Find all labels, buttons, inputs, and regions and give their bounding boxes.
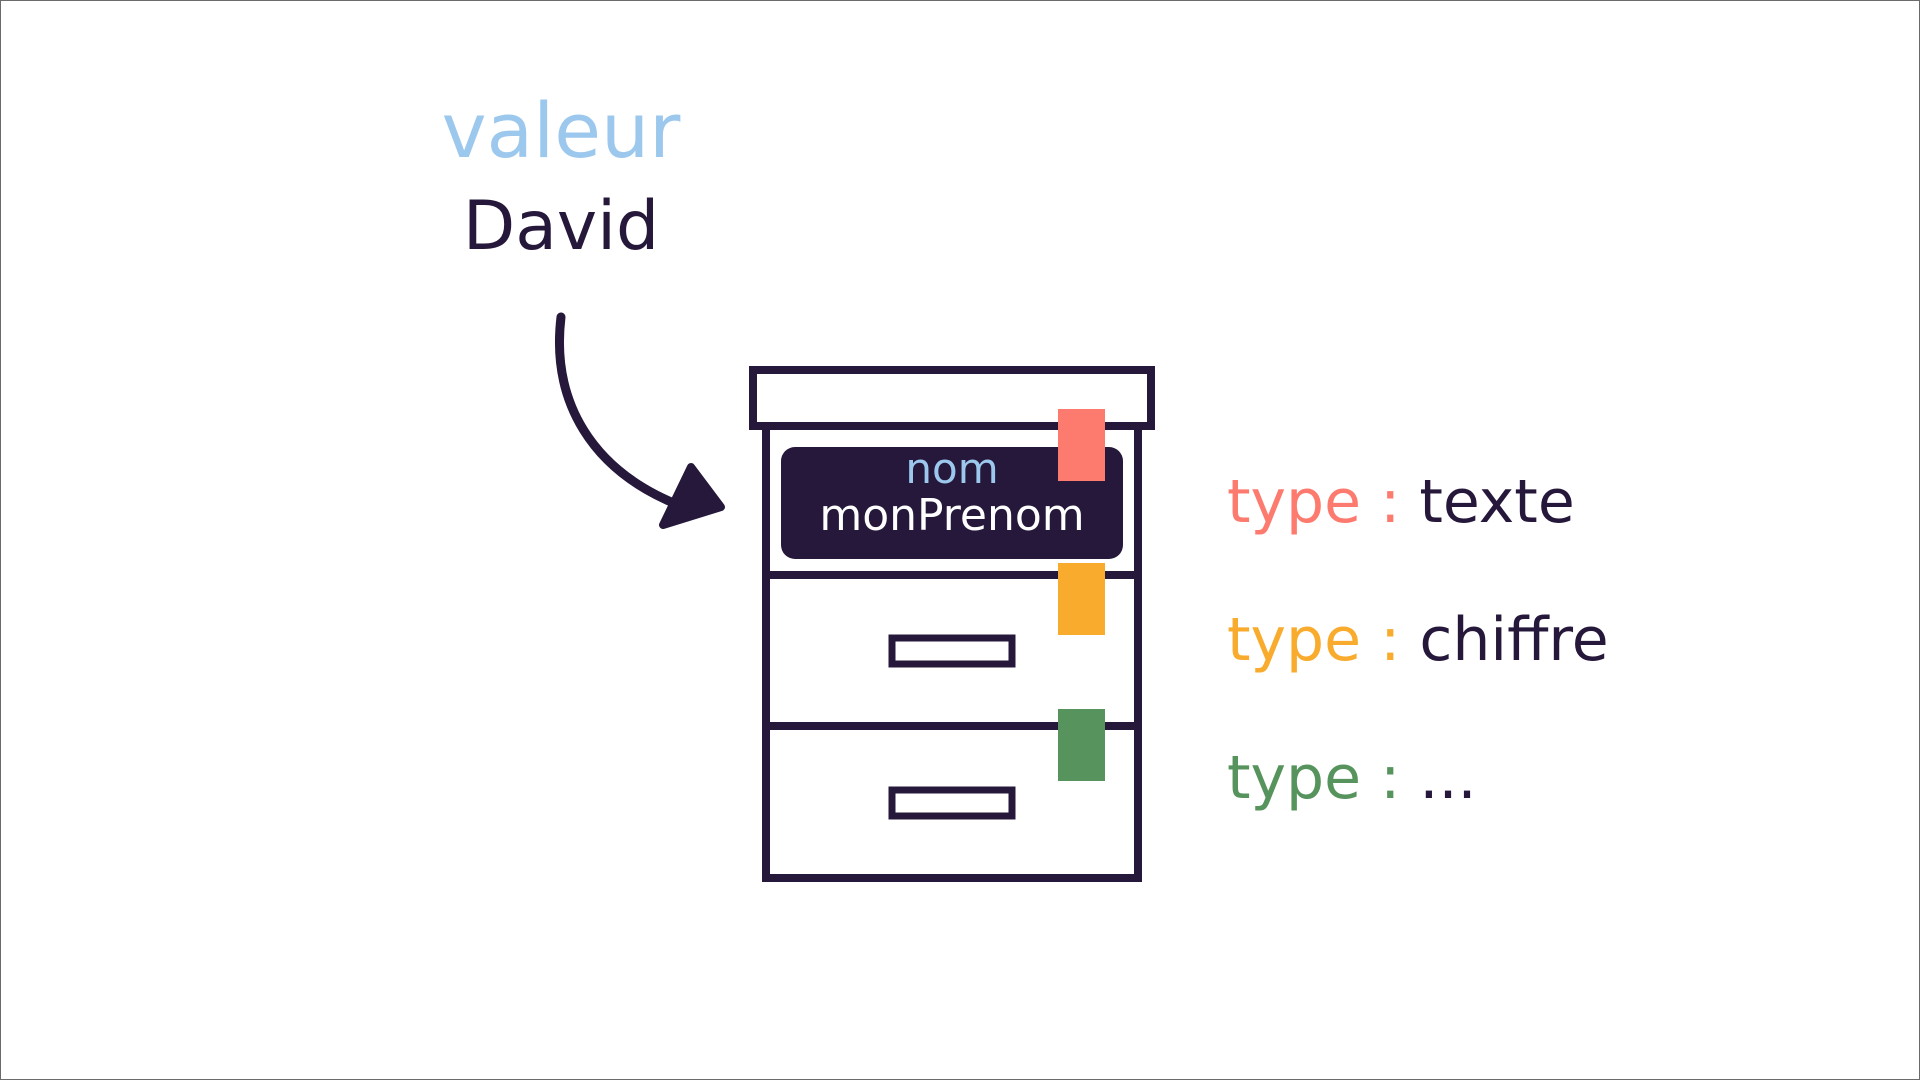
drawer-handle-3 xyxy=(888,786,1016,820)
type-value: ... xyxy=(1419,743,1477,813)
type-value: chiffre xyxy=(1419,605,1609,675)
drawer-handle-2 xyxy=(888,634,1016,668)
value-text: David xyxy=(462,187,660,266)
tag-red xyxy=(1058,409,1105,481)
type-prefix: type : xyxy=(1227,605,1401,675)
type-row-text: type : texte xyxy=(1227,467,1575,537)
type-value: texte xyxy=(1419,467,1575,537)
drawer-label-key: nom xyxy=(905,444,999,493)
tag-orange xyxy=(1058,563,1105,635)
type-prefix: type : xyxy=(1227,743,1401,813)
arrow-head xyxy=(659,463,725,529)
arrow-curve xyxy=(555,312,686,511)
drawer-label: nom monPrenom xyxy=(781,446,1123,540)
type-row-number: type : chiffre xyxy=(1227,605,1609,675)
type-prefix: type : xyxy=(1227,467,1401,537)
drawer-name-plate xyxy=(781,447,1123,559)
type-row-other: type : ... xyxy=(1227,743,1477,813)
drawer-label-name: monPrenom xyxy=(819,490,1085,541)
value-heading: valeur xyxy=(441,86,681,175)
tag-green xyxy=(1058,709,1105,781)
